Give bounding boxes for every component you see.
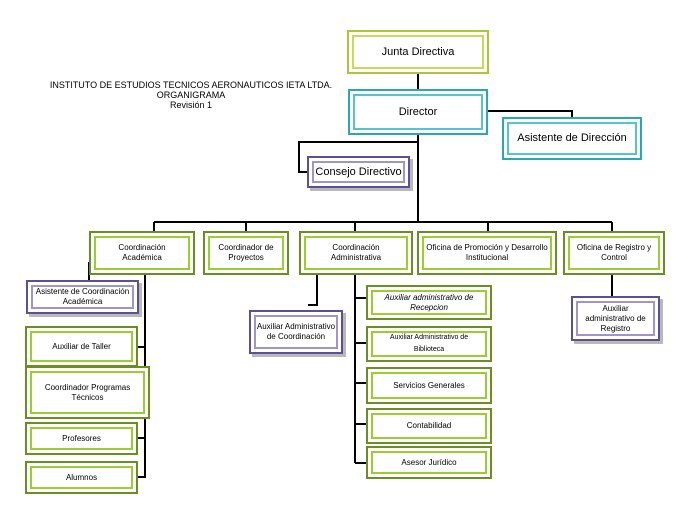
node-consejo-directivo: Consejo Directivo <box>307 156 410 188</box>
node-coordinacion-administrativa: Coordinación Administrativa <box>299 231 413 275</box>
node-asesor-juridico: Asesor Jurídico <box>366 446 492 479</box>
institution-name: INSTITUTO DE ESTUDIOS TECNICOS AERONAUTI… <box>49 80 333 90</box>
node-oficina-promocion: Oficina de Promoción y Desarrollo Instit… <box>417 231 557 275</box>
chart-title: ORGANIGRAMA <box>156 90 226 100</box>
node-auxiliar-taller: Auxiliar de Taller <box>25 326 138 367</box>
node-asistente-direccion: Asistente de Dirección <box>502 117 642 160</box>
node-junta-directiva: Junta Directiva <box>347 30 489 74</box>
node-coordinacion-academica: Coordinación Académica <box>89 231 195 275</box>
revision-label: Revisión 1 <box>169 100 213 110</box>
node-auxiliar-registro: Auxiliar administrativo de Registro <box>571 296 660 341</box>
node-alumnos: Alumnos <box>25 461 138 494</box>
node-profesores: Profesores <box>25 422 138 455</box>
node-auxiliar-biblioteca: Auxiliar Administrativo de Biblioteca <box>366 326 492 362</box>
node-oficina-registro: Oficina de Registro y Control <box>563 231 665 275</box>
node-contabilidad: Contabilidad <box>366 408 492 444</box>
org-heading: INSTITUTO DE ESTUDIOS TECNICOS AERONAUTI… <box>38 80 344 110</box>
node-auxiliar-recepcion: Auxiliar administrativo de Recepcion <box>366 285 492 320</box>
node-director: Director <box>348 89 488 135</box>
node-auxiliar-administrativo-coordinacion: Auxiliar Administrativo de Coordinación <box>249 310 343 354</box>
node-coordinador-programas-tecnicos: Coordinador Programas Técnicos <box>25 366 150 419</box>
node-coordinador-proyectos: Coordinador de Proyectos <box>203 231 289 275</box>
node-asistente-coordinacion-academica: Asistente de Coordinación Académica <box>26 280 139 314</box>
node-servicios-generales: Servicios Generales <box>366 367 492 404</box>
